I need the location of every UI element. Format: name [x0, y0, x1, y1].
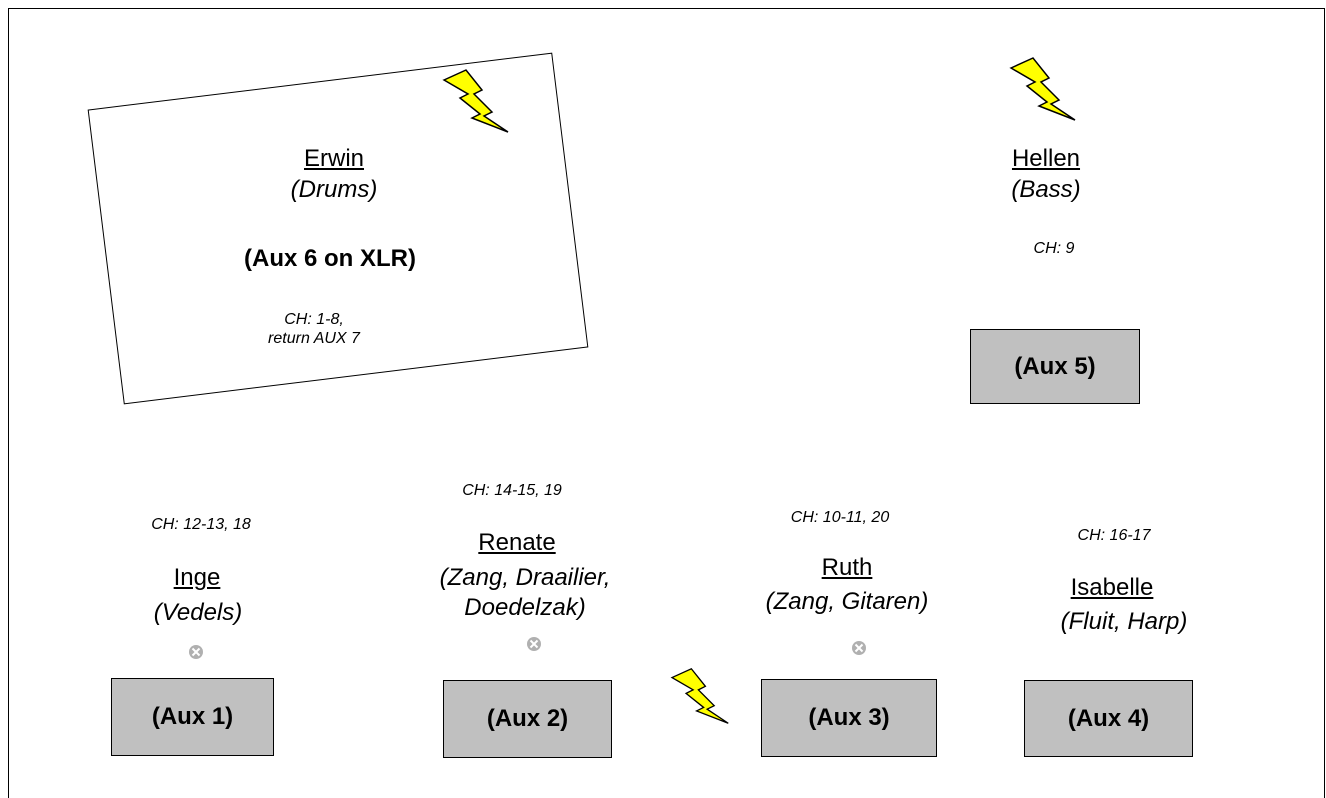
inge-name: Inge: [173, 564, 221, 591]
lightning-bolt-icon: [670, 667, 729, 724]
bassist-instrument: (Bass): [1011, 176, 1081, 203]
drummer-channels-line2: return AUX 7: [268, 330, 360, 347]
mic-stand-icon: [189, 645, 203, 659]
renate-name: Renate: [478, 529, 556, 556]
ruth-instrument: (Zang, Gitaren): [765, 588, 929, 615]
ruth-name: Ruth: [821, 554, 873, 581]
monitor-aux-3: (Aux 3): [761, 679, 937, 757]
drummer-aux: (Aux 6 on XLR): [244, 245, 416, 272]
monitor-aux-1: (Aux 1): [111, 678, 274, 756]
isabelle-channels: CH: 16-17: [1077, 527, 1151, 544]
ruth-channels: CH: 10-11, 20: [790, 509, 890, 526]
mic-stand-icon: [527, 637, 541, 651]
drum-riser: [87, 52, 589, 405]
drummer-channels-line1: CH: 1-8,: [284, 311, 344, 328]
renate-instrument-line1: (Zang, Draailier,: [439, 564, 611, 591]
monitor-aux-5: (Aux 5): [970, 329, 1140, 404]
monitor-aux-4: (Aux 4): [1024, 680, 1193, 757]
renate-instrument-line2: Doedelzak): [464, 594, 586, 621]
drummer-instrument: (Drums): [290, 176, 378, 203]
renate-channels: CH: 14-15, 19: [462, 482, 562, 499]
bassist-channels: CH: 9: [1033, 240, 1075, 257]
drummer-name: Erwin: [303, 145, 365, 172]
lightning-bolt-icon: [1009, 57, 1076, 121]
lightning-bolt-icon: [442, 69, 509, 133]
inge-instrument: (Vedels): [153, 599, 243, 626]
monitor-aux-2: (Aux 2): [443, 680, 612, 758]
mic-stand-icon: [852, 641, 866, 655]
inge-channels: CH: 12-13, 18: [151, 516, 251, 533]
stage-plot: [8, 8, 1325, 798]
isabelle-instrument: (Fluit, Harp): [1060, 608, 1188, 635]
isabelle-name: Isabelle: [1070, 574, 1154, 601]
bassist-name: Hellen: [1011, 145, 1081, 172]
